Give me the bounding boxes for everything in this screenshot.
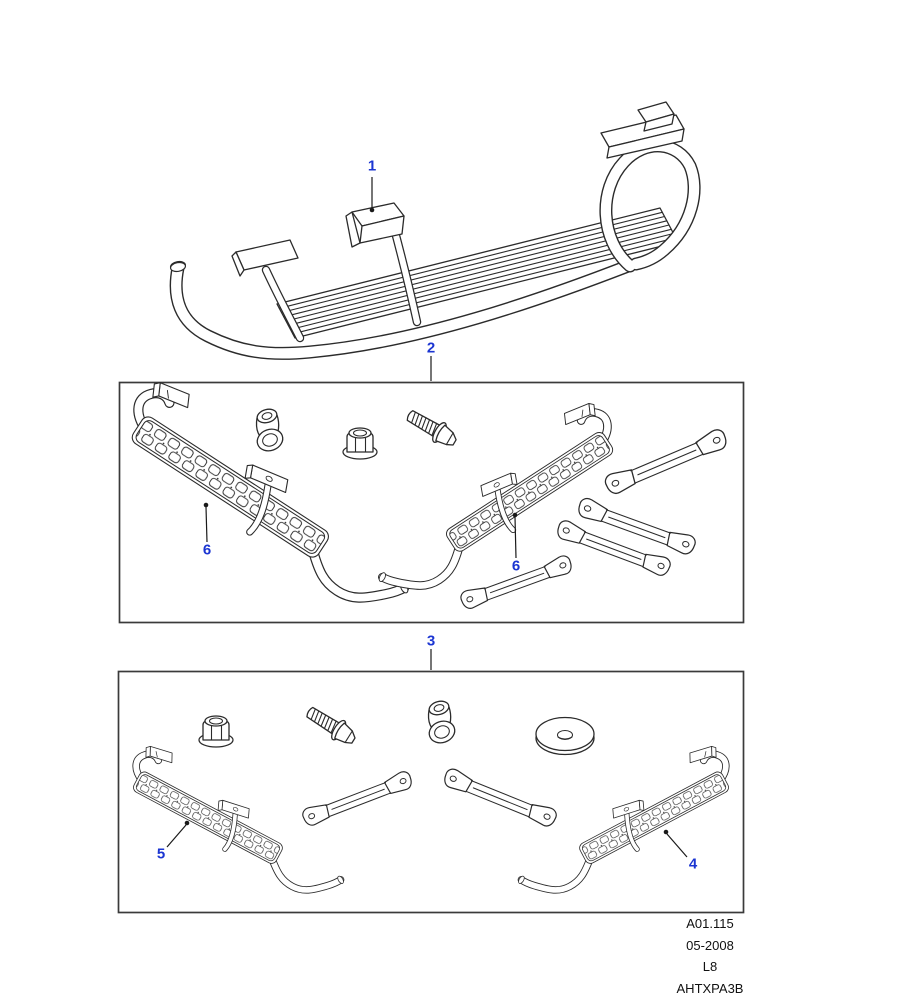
kit3-grommet — [425, 698, 459, 747]
kit-box-3-frame — [117, 670, 745, 914]
kit3-washer — [535, 716, 595, 756]
assembly-left-bracket — [235, 239, 299, 271]
drawing-ref: AHTXPA3B — [676, 980, 744, 996]
kit2-strap-2 — [575, 495, 698, 557]
kit3-step-right — [502, 740, 743, 907]
callout-6-left: 6 — [202, 541, 212, 559]
callout-4: 4 — [688, 855, 698, 873]
kit-box-2-contents — [112, 374, 730, 624]
kit3-bolt — [302, 701, 361, 750]
callout-2: 2 — [426, 339, 436, 357]
callout-1: 1 — [367, 157, 377, 175]
kit2-strap-1 — [602, 426, 730, 497]
drawing-code: A01.115 — [686, 916, 734, 931]
callout-leaders — [166, 177, 688, 858]
kit3-step-left — [119, 740, 360, 907]
kit3-strap-right — [441, 766, 559, 830]
callout-5: 5 — [156, 845, 166, 863]
kit-box-2-frame — [118, 381, 745, 624]
drawing-date: 05-2008 — [686, 937, 734, 953]
kit3-locknut — [198, 715, 234, 748]
kit3-strap-left — [300, 769, 415, 829]
kit2-locknut — [342, 427, 378, 460]
drawing-reference-block: A01.115 05-2008 L8 AHTXPA3B — [647, 913, 773, 999]
kit-box-3-contents — [119, 698, 743, 907]
drawing-sheet: L8 — [702, 959, 718, 974]
kit2-grommet — [253, 406, 287, 455]
callout-6-right: 6 — [511, 557, 521, 575]
figure-side-step-assembly — [169, 101, 701, 360]
kit2-bolt — [402, 404, 462, 452]
callout-3: 3 — [426, 632, 436, 650]
